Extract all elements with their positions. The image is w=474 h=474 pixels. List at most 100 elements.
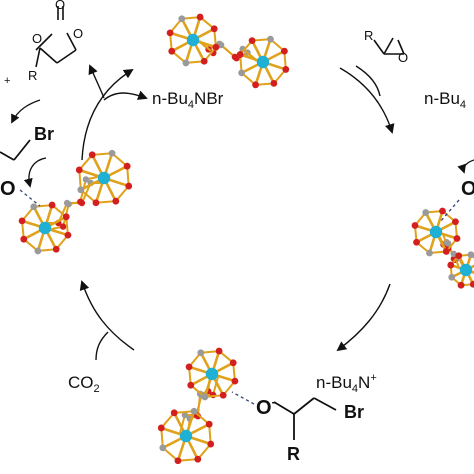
- arrow-nbu4nbr-release: [103, 90, 148, 101]
- oxygen-atom: [48, 201, 56, 209]
- oxygen-atom: [452, 218, 459, 226]
- oxygen-atom: [200, 57, 208, 65]
- oxygen-atom: [212, 43, 220, 51]
- right-arrow-curl: [457, 159, 474, 174]
- oxygen-atom: [174, 457, 182, 465]
- oxygen-atom: [88, 151, 96, 159]
- bottom-br-label: Br: [344, 402, 364, 422]
- bridge-atom: [450, 250, 457, 257]
- bridge-atom: [444, 240, 452, 247]
- carbon-atom: [426, 249, 433, 257]
- carbon-atom: [34, 247, 42, 255]
- oxygen-atom: [215, 347, 223, 355]
- metal-atom: [186, 33, 200, 47]
- oxygen-atom: [411, 222, 419, 229]
- carbon-atom: [77, 186, 85, 194]
- oxygen-atom: [207, 440, 215, 448]
- oxygen-atom: [62, 213, 70, 221]
- bottom-bromoalkoxide-bonds: [273, 397, 337, 440]
- cluster-right: [411, 207, 474, 289]
- oxygen-atom: [168, 47, 176, 55]
- carbonate-o-carbonyl: O: [55, 0, 65, 12]
- oxygen-atom: [469, 280, 474, 288]
- carbonate-r-group: R: [28, 68, 37, 83]
- bridge-atom: [217, 41, 225, 49]
- oxygen-atom: [455, 252, 463, 260]
- left-arrow-curl: [23, 157, 47, 188]
- carbon-atom: [190, 407, 198, 415]
- oxygen-atom: [52, 245, 60, 253]
- bridge-atom: [65, 201, 72, 208]
- metal-atom: [459, 263, 473, 277]
- carbon-atom: [159, 444, 167, 452]
- oxygen-atom: [112, 197, 120, 205]
- label-nbu4-right: n-Bu4: [424, 89, 466, 111]
- metal-atom: [429, 225, 443, 239]
- carbon-atom: [30, 203, 38, 211]
- bridge-atom: [77, 198, 84, 205]
- oxygen-atom: [248, 37, 256, 45]
- oxygen-atom: [439, 207, 446, 215]
- bridge-atom: [181, 411, 189, 419]
- carbonate-o-ring-right: O: [73, 26, 83, 41]
- oxygen-atom: [442, 248, 450, 255]
- oxygen-atom: [64, 231, 72, 239]
- bridge-bond: [212, 374, 220, 396]
- oxygen-atom: [187, 381, 195, 389]
- metal-atom: [179, 429, 193, 443]
- bridge-atom: [231, 53, 239, 61]
- left-bromoalkoxide-bonds: [0, 139, 31, 161]
- oxygen-atom: [229, 359, 237, 367]
- oxygen-atom: [413, 238, 420, 246]
- cluster-top: [166, 13, 290, 89]
- oxygen-atom: [185, 363, 193, 371]
- carbon-atom: [238, 69, 246, 77]
- epoxide-r-group: R: [364, 28, 373, 43]
- arrow-bottom-to-left: [79, 280, 135, 351]
- oxygen-atom: [231, 377, 239, 385]
- oxygen-atom: [210, 25, 218, 33]
- arrow-epoxide-in: [355, 65, 381, 97]
- oxygen-atom: [219, 391, 227, 399]
- label-co2: CO2: [68, 373, 100, 395]
- right-o-metal-dash: [439, 199, 460, 223]
- left-br-label: Br: [34, 124, 54, 144]
- oxygen-atom: [447, 261, 455, 269]
- cyclic-carbonate-structure: [35, 6, 77, 68]
- metal-atom: [256, 55, 270, 69]
- carbon-atom: [422, 209, 430, 216]
- oxygen-atom: [453, 235, 461, 242]
- cluster-left: [18, 149, 133, 255]
- left-o-metal-dash: [19, 189, 41, 207]
- bridge-atom: [59, 223, 67, 230]
- carbon-atom: [197, 349, 205, 357]
- oxygen-atom: [18, 217, 26, 225]
- carbon-atom: [201, 393, 209, 401]
- oxygen-atom: [166, 29, 174, 37]
- carbon-atom: [448, 273, 456, 281]
- bottom-o-label: O-: [256, 394, 276, 419]
- oxygen-atom: [236, 51, 244, 58]
- bottom-r-label: R: [287, 444, 300, 464]
- left-plus-sign: +: [4, 75, 10, 87]
- arrow-carbonate-release: [88, 64, 105, 99]
- metal-atom: [38, 221, 52, 235]
- oxygen-atom: [157, 424, 165, 432]
- arrow-right-to-bottom: [336, 283, 391, 352]
- oxygen-atom: [75, 166, 83, 174]
- metal-atom: [97, 171, 111, 185]
- carbonate-o-ring-left: O: [32, 31, 42, 46]
- label-nbu4n-plus: n-Bu4N+: [316, 372, 377, 395]
- left-o-label: O: [0, 178, 16, 200]
- arrow-top-to-carbonate: [81, 68, 134, 161]
- right-o-label: O: [461, 178, 474, 200]
- oxygen-atom: [123, 162, 131, 170]
- oxygen-atom: [270, 79, 278, 87]
- carbon-atom: [182, 59, 190, 67]
- label-nbu4nbr-top: n-Bu4NBr: [152, 89, 224, 111]
- oxygen-atom: [170, 409, 178, 417]
- arrow-co2-in: [95, 331, 109, 361]
- oxygen-atom: [457, 281, 465, 289]
- bottom-o-metal-dash: [231, 391, 255, 405]
- oxygen-atom: [196, 13, 204, 21]
